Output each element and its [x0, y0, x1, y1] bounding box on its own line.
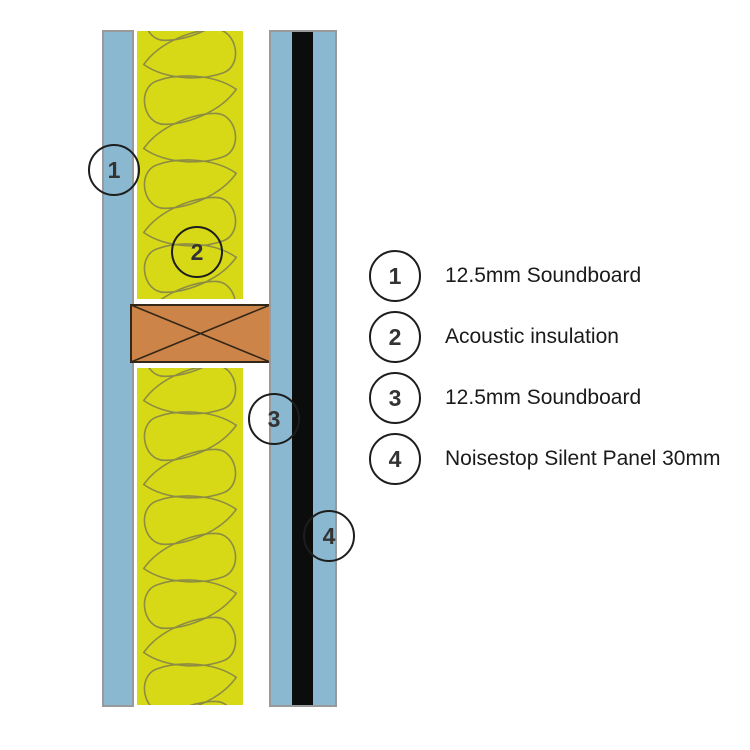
right-composite-panel-border	[269, 30, 337, 707]
legend-item-2: 2 Acoustic insulation	[369, 311, 720, 363]
legend-label: Noisestop Silent Panel 30mm	[445, 447, 721, 470]
left-soundboard-layer	[103, 31, 133, 706]
callout-number: 1	[107, 156, 121, 183]
legend: 1 12.5mm Soundboard 2 Acoustic insulatio…	[369, 250, 720, 485]
legend-item-1: 1 12.5mm Soundboard	[369, 250, 720, 302]
wall-cross-section	[102, 30, 337, 707]
left-soundboard-border	[102, 30, 134, 707]
legend-label: 12.5mm Soundboard	[445, 386, 642, 409]
legend-number: 1	[388, 262, 402, 289]
legend-marker-circle: 1	[369, 250, 421, 302]
callout-marker-3: 3	[248, 393, 300, 445]
callout-marker-1: 1	[88, 144, 140, 196]
legend-number: 3	[388, 384, 402, 411]
callout-number: 2	[190, 238, 204, 265]
callout-number: 4	[322, 522, 336, 549]
legend-number: 2	[388, 323, 402, 350]
legend-item-4: 4 Noisestop Silent Panel 30mm	[369, 433, 720, 485]
legend-marker-circle: 4	[369, 433, 421, 485]
legend-marker-circle: 2	[369, 311, 421, 363]
silent-panel-black-core	[292, 31, 313, 706]
legend-number: 4	[388, 445, 402, 472]
stud-diagonal-2	[130, 304, 271, 363]
callout-marker-2: 2	[171, 226, 223, 278]
legend-label: 12.5mm Soundboard	[445, 264, 642, 287]
legend-label: Acoustic insulation	[445, 325, 619, 348]
callout-marker-4: 4	[303, 510, 355, 562]
legend-item-3: 3 12.5mm Soundboard	[369, 372, 720, 424]
legend-marker-circle: 3	[369, 372, 421, 424]
callout-number: 3	[267, 405, 281, 432]
